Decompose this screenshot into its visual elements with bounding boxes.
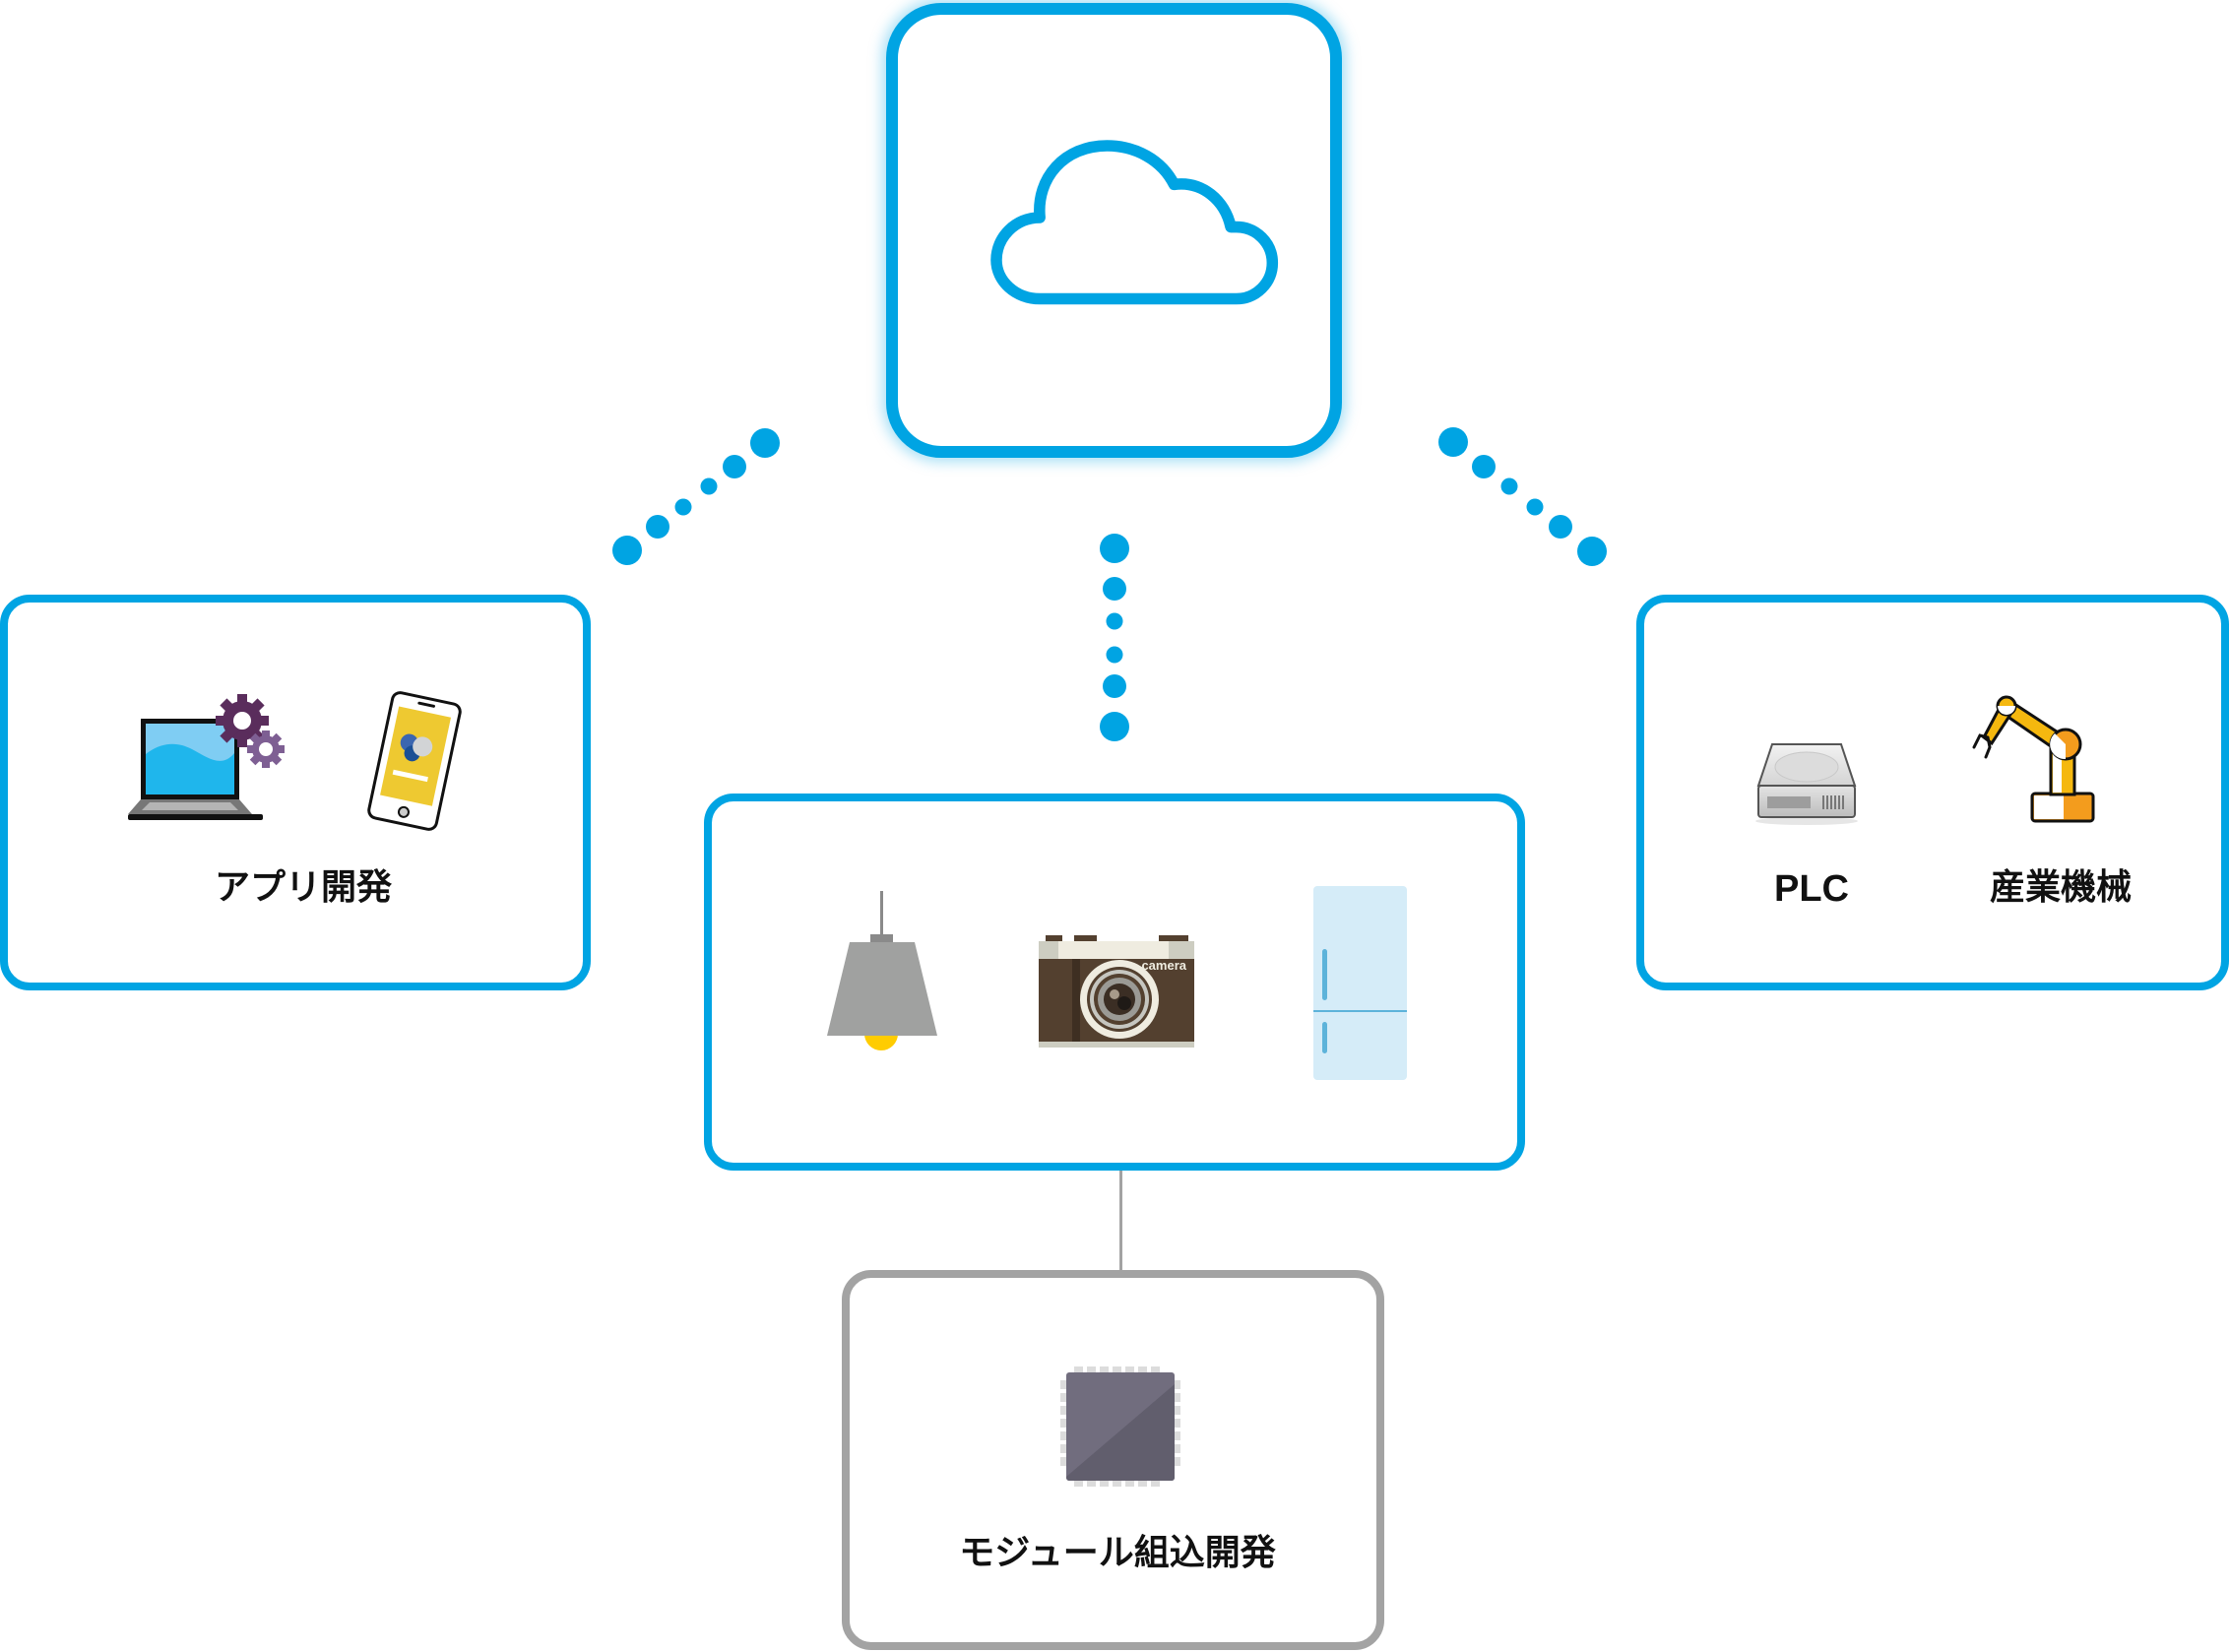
cloud-node (886, 3, 1342, 458)
connector-dot (750, 428, 780, 458)
plc-label: PLC (1774, 868, 1849, 910)
connector-dot (612, 536, 642, 565)
app-dev-label: アプリ開発 (214, 867, 393, 908)
refrigerator-icon (1313, 886, 1407, 1080)
module-label: モジュール組込開発 (959, 1533, 1276, 1573)
camera-icon: camera (1039, 935, 1194, 1048)
connector-dot (1577, 537, 1607, 566)
connector-dot (1526, 498, 1544, 516)
connector-dot (646, 515, 669, 539)
connector-dot (674, 498, 692, 516)
connector-devices-module (1119, 1171, 1122, 1271)
connector-dot (1100, 534, 1129, 563)
industrial-node (1636, 595, 2229, 990)
chip-icon (1060, 1366, 1180, 1487)
pendant-lamp-icon (827, 891, 937, 1050)
laptop-gears-icon (128, 694, 285, 820)
connector-dot (1106, 646, 1123, 664)
connector-dot (1549, 515, 1572, 539)
industrial-machinery-label: 産業機械 (1989, 867, 2133, 908)
smartphone-icon (367, 691, 462, 831)
connector-dot (723, 455, 746, 478)
connector-dot (1106, 612, 1123, 630)
connector-dot (1103, 577, 1126, 601)
connector-dot (1438, 427, 1468, 457)
connector-dot (700, 477, 718, 495)
connector-dot (1103, 674, 1126, 698)
robot-arm-icon (1972, 695, 2095, 823)
camera-brand-text: camera (1141, 958, 1186, 973)
plc-drive-icon (1755, 743, 1858, 825)
connector-dot (1100, 712, 1129, 741)
connector-dot (1472, 455, 1496, 478)
app-dev-node (0, 595, 591, 990)
cloud-icon (990, 140, 1279, 305)
connector-dot (1500, 477, 1518, 495)
